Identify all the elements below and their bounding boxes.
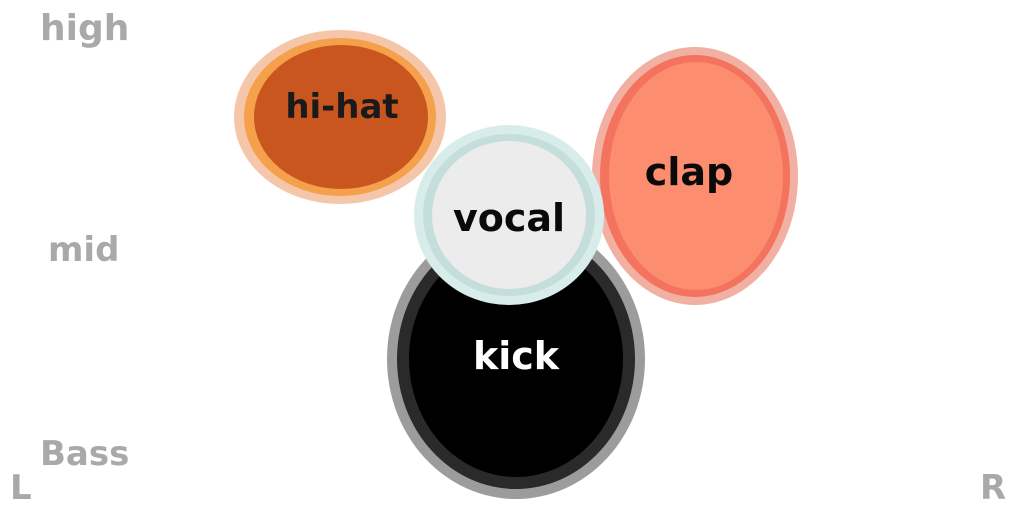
clap-label: clap (644, 150, 734, 194)
hihat-label: hi-hat (285, 87, 399, 127)
clap-core (609, 62, 783, 290)
pan-label-right: R (980, 468, 1007, 508)
hihat-core (254, 45, 428, 189)
pan-label-left: L (10, 468, 32, 508)
instrument-blob-clap: clap (592, 47, 798, 305)
instrument-blob-hihat: hi-hat (234, 30, 446, 204)
instrument-blob-vocal: vocal (414, 125, 604, 305)
frequency-label-bass: Bass (40, 434, 130, 474)
frequency-label-mid: mid (48, 230, 120, 270)
vocal-core (432, 141, 586, 289)
vocal-label: vocal (452, 196, 566, 240)
frequency-label-high: high (40, 8, 130, 49)
kick-label: kick (472, 334, 560, 378)
